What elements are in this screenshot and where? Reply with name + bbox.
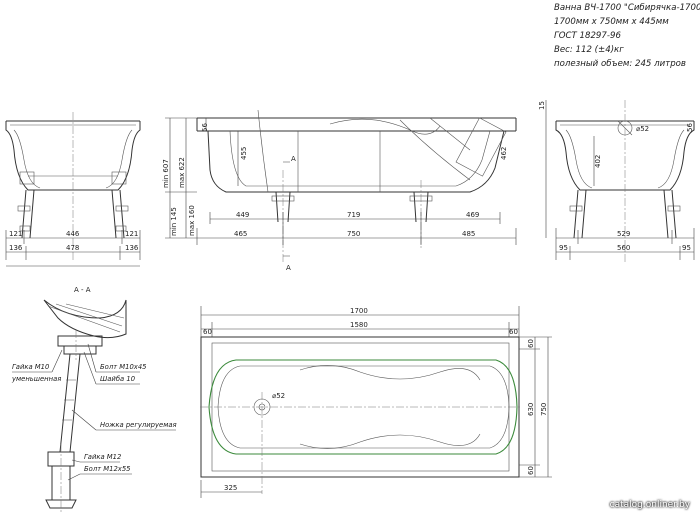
spec-volume: полезный объем: 245 литров — [554, 59, 686, 69]
label-bolt-m12x55: Болт М12х55 — [84, 465, 130, 473]
side-dim-750: 750 — [347, 230, 360, 238]
end-dim-phi52: ⌀52 — [636, 125, 649, 133]
spec-standard: ГОСТ 18297-96 — [554, 31, 621, 41]
label-nut-m12: Гайка М12 — [84, 453, 121, 461]
plan-dim-1700: 1700 — [350, 307, 368, 315]
section-aa-title: А - А — [74, 286, 91, 294]
plan-dim-1580: 1580 — [350, 321, 368, 329]
side-section-mark-top: А — [291, 155, 296, 163]
front-dim-478: 478 — [66, 244, 79, 252]
side-dim-485: 485 — [462, 230, 475, 238]
spec-title: Ванна ВЧ-1700 "Сибирячка-1700" — [554, 3, 700, 13]
plan-dim-60-bottom: 60 — [527, 466, 535, 475]
plan-dim-630: 630 — [527, 403, 535, 416]
end-dim-95-right: 95 — [682, 244, 691, 252]
label-washer-10: Шайба 10 — [100, 375, 135, 383]
front-dim-121-left: 121 — [9, 230, 22, 238]
plan-dim-60-right: 60 — [509, 328, 518, 336]
side-dim-469: 469 — [466, 211, 479, 219]
label-nut-m10-reduced: уменьшенная — [11, 375, 61, 383]
front-dim-136-left: 136 — [9, 244, 23, 252]
plan-view — [200, 306, 552, 498]
side-vdim-max622: max 622 — [178, 157, 186, 188]
side-dim-465: 465 — [234, 230, 247, 238]
end-dim-402: 402 — [594, 155, 602, 168]
label-adjustable-leg: Ножка регулируемая — [100, 421, 177, 429]
side-view — [165, 109, 517, 262]
spec-dimensions: 1700мм x 750мм x 445мм — [554, 17, 669, 27]
side-dim-462: 462 — [500, 147, 508, 160]
side-vdim-max160: max 160 — [188, 205, 196, 236]
side-dim-455: 455 — [240, 147, 248, 160]
plan-dim-phi52: ⌀52 — [272, 392, 285, 400]
section-aa — [12, 299, 176, 512]
spec-weight: Вес: 112 (±4)кг — [554, 45, 624, 55]
side-dim-449: 449 — [236, 211, 249, 219]
plan-dim-325: 325 — [224, 484, 237, 492]
front-dim-136-right: 136 — [125, 244, 139, 252]
watermark: catalog.onliner.by — [609, 500, 690, 510]
end-view — [545, 100, 695, 262]
side-dim-719: 719 — [347, 211, 360, 219]
end-dim-529: 529 — [617, 230, 630, 238]
side-vdim-min145: min 145 — [170, 207, 178, 236]
side-section-mark-bottom: А — [286, 264, 291, 272]
label-bolt-m10x45: Болт М10х45 — [100, 363, 146, 371]
end-dim-95-left: 95 — [559, 244, 568, 252]
end-dim-56: 56 — [686, 123, 694, 132]
end-dim-560: 560 — [617, 244, 630, 252]
front-view — [5, 112, 141, 267]
front-dim-121-right: 121 — [125, 230, 138, 238]
plan-dim-60-left: 60 — [203, 328, 212, 336]
plan-dim-60-top: 60 — [527, 339, 535, 348]
end-dim-15: 15 — [538, 101, 546, 110]
plan-dim-750: 750 — [540, 403, 548, 416]
label-nut-m10: Гайка М10 — [12, 363, 49, 371]
side-dim-56: 56 — [201, 123, 209, 132]
side-vdim-min607: min 607 — [162, 159, 170, 188]
front-dim-446: 446 — [66, 230, 80, 238]
